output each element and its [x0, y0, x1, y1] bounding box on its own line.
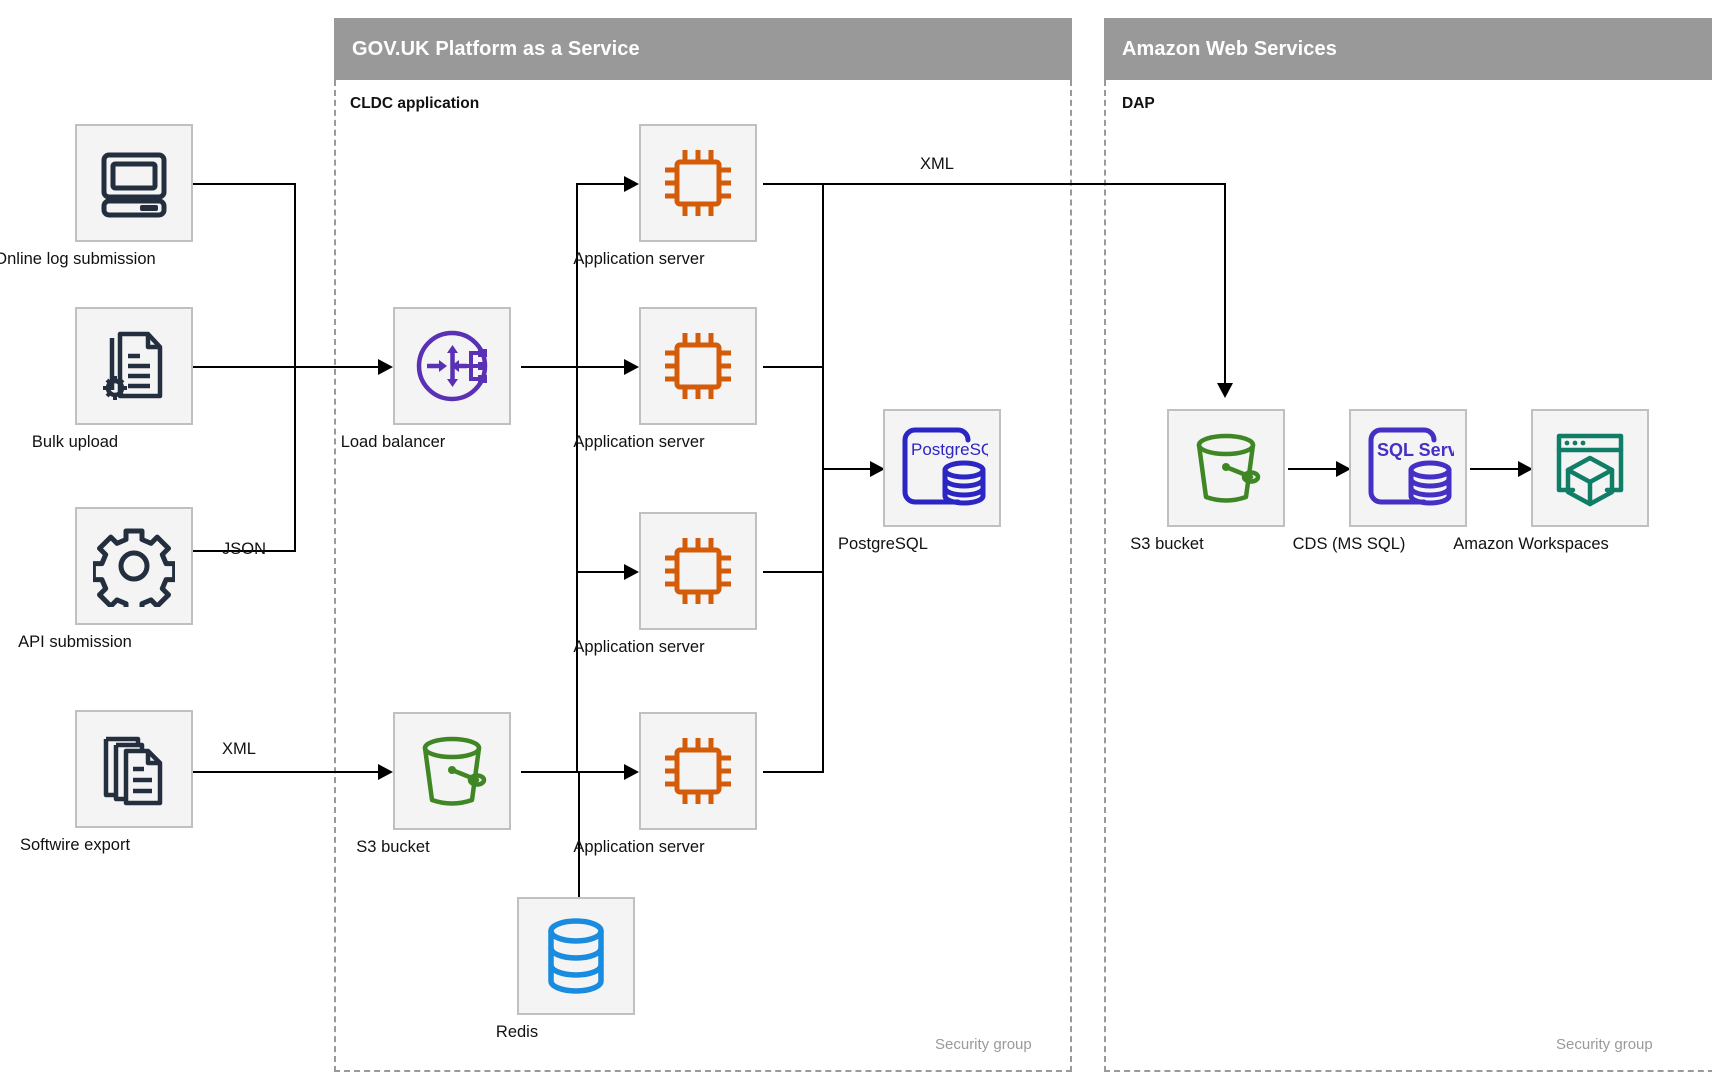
postgresql-database-icon: PostgreSQL: [896, 426, 988, 510]
edge-bulk-upload-to-load-balancer: [193, 366, 385, 368]
cpu-chip-icon: [657, 325, 739, 407]
node-label: Load balancer: [340, 433, 446, 451]
arrow-into-load-balancer: [378, 359, 393, 375]
arrow-into-s3-bucket-aws: [1217, 383, 1233, 398]
arrow-into-app-server-2: [624, 359, 639, 375]
node-label: API submission: [18, 633, 132, 651]
security-group-label-aws: Security group: [1556, 1036, 1653, 1053]
arrow-into-app-server-3: [624, 564, 639, 580]
node-label: Amazon Workspaces: [1453, 535, 1609, 553]
node-tile: [393, 307, 511, 425]
edge-api-to-bus: [193, 550, 296, 552]
edge-label-xml-softwire: XML: [222, 740, 256, 758]
edge-cds-to-workspaces: [1470, 468, 1528, 470]
node-label: Application server: [573, 250, 705, 268]
edge-s3-aws-to-cds: [1288, 468, 1346, 470]
group-box-aws: [1104, 80, 1712, 1072]
edge-bus-to-app-server-3: [576, 571, 636, 573]
group-header-aws-label: Amazon Web Services: [1122, 37, 1337, 60]
edge-online-log-vertical: [294, 183, 296, 366]
node-tile: [75, 710, 193, 828]
edge-label-json: JSON: [222, 540, 267, 558]
arrow-into-app-server-1: [624, 176, 639, 192]
cpu-chip-icon: [657, 530, 739, 612]
node-label: CDS (MS SQL): [1292, 535, 1406, 553]
gear-icon: [93, 525, 175, 607]
node-label: Bulk upload: [31, 433, 119, 451]
sql-server-database-icon: SQL Server: [1362, 426, 1454, 510]
node-tile: SQL Server: [1349, 409, 1467, 527]
node-tile: [639, 124, 757, 242]
group-header-paas: GOV.UK Platform as a Service: [334, 18, 1072, 80]
edge-app-server-2-out: [763, 366, 823, 368]
edge-redis-to-bus: [578, 771, 580, 900]
edge-app-server-4-out: [763, 771, 823, 773]
node-tile: [393, 712, 511, 830]
node-tile: [639, 307, 757, 425]
group-sublabel-dap: DAP: [1122, 95, 1155, 112]
edge-softwire-to-s3: [193, 771, 385, 773]
arrow-into-workspaces: [1518, 461, 1533, 477]
edge-app-distribution-bus: [576, 183, 578, 773]
node-label: S3 bucket: [1130, 535, 1204, 553]
node-tile: [639, 512, 757, 630]
node-label: Softwire export: [19, 836, 131, 854]
group-header-aws: Amazon Web Services: [1104, 18, 1712, 80]
node-tile: [1167, 409, 1285, 527]
svg-text:PostgreSQL: PostgreSQL: [911, 440, 988, 459]
node-tile: [517, 897, 635, 1015]
edge-xml-to-s3-vertical: [1224, 183, 1226, 385]
node-tile: [75, 124, 193, 242]
node-label: PostgreSQL: [838, 535, 928, 553]
load-balancer-icon: [409, 323, 495, 409]
group-header-paas-label: GOV.UK Platform as a Service: [352, 37, 640, 60]
node-label: S3 bucket: [356, 838, 430, 856]
edge-app-server-1-to-dap: [763, 183, 1226, 185]
svg-text:SQL Server: SQL Server: [1377, 440, 1454, 460]
cpu-chip-icon: [657, 730, 739, 812]
node-label: Application server: [573, 638, 705, 656]
node-tile: [1531, 409, 1649, 527]
node-tile: PostgreSQL: [883, 409, 1001, 527]
edge-api-vertical: [294, 366, 296, 552]
edge-online-log-to-bus: [193, 183, 296, 185]
arrow-into-postgresql: [870, 461, 885, 477]
edge-bus-to-app-server-2: [576, 366, 636, 368]
amazon-workspaces-icon: [1547, 428, 1633, 508]
node-label: Application server: [573, 838, 705, 856]
edge-postgres-collector-bus: [822, 183, 824, 773]
group-box-paas: [334, 80, 1072, 1072]
node-tile: [639, 712, 757, 830]
arrow-into-s3-bucket-paas: [378, 764, 393, 780]
group-sublabel-cldc-application: CLDC application: [350, 95, 480, 112]
cpu-chip-icon: [657, 142, 739, 224]
edge-app-server-3-out: [763, 571, 823, 573]
s3-bucket-icon: [1185, 429, 1267, 507]
desktop-computer-icon: [94, 143, 174, 223]
document-gear-icon: [94, 326, 174, 406]
redis-database-icon: [540, 916, 612, 996]
node-label: Online log submission: [0, 250, 156, 268]
security-group-label-paas: Security group: [935, 1036, 1032, 1053]
edge-label-xml-dap: XML: [920, 155, 954, 173]
edge-bus-to-postgresql: [822, 468, 882, 470]
node-tile: [75, 507, 193, 625]
arrow-into-app-server-4: [624, 764, 639, 780]
edge-bus-to-app-server-4: [576, 771, 636, 773]
node-tile: [75, 307, 193, 425]
node-label: Redis: [495, 1023, 539, 1041]
edge-load-balancer-out: [521, 366, 577, 368]
edge-s3-paas-out: [521, 771, 577, 773]
node-label: Application server: [573, 433, 705, 451]
documents-stack-icon: [94, 729, 174, 809]
arrow-into-cds: [1336, 461, 1351, 477]
s3-bucket-icon: [411, 732, 493, 810]
edge-bus-to-app-server-1: [576, 183, 636, 185]
